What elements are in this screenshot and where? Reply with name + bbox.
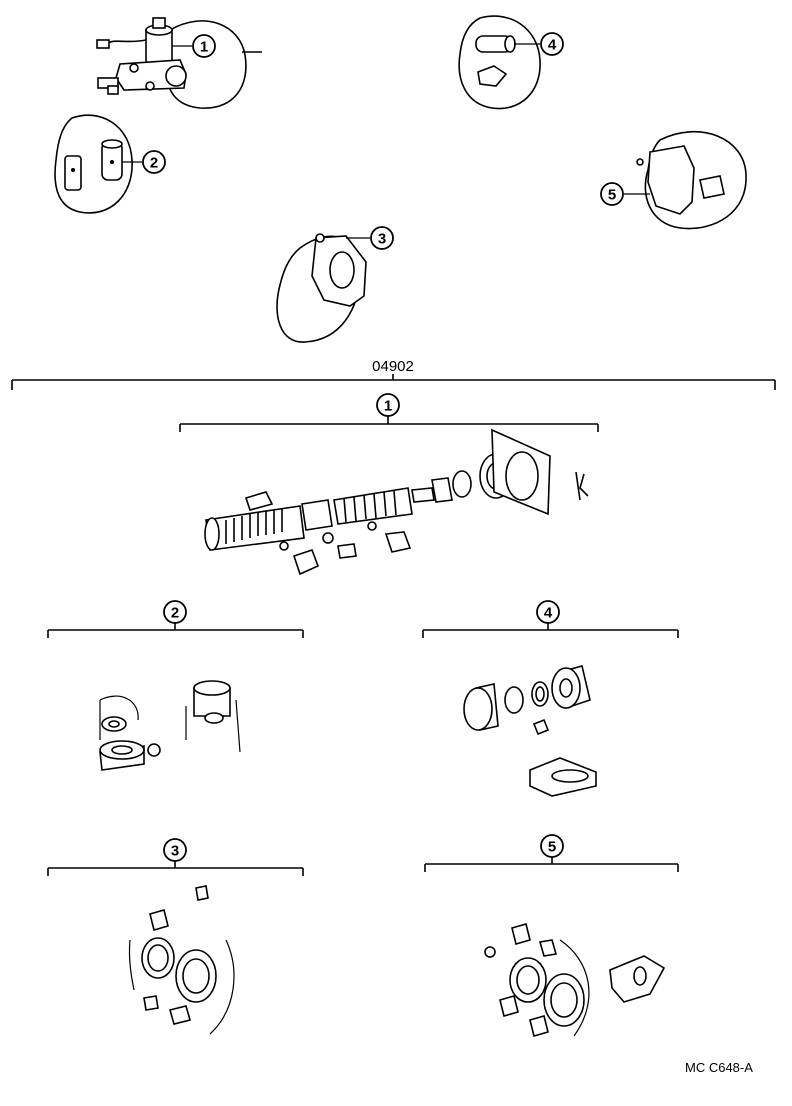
assembly-rear-caliper xyxy=(276,233,367,343)
svg-text:3: 3 xyxy=(378,231,386,248)
kit-part-number: 04902 xyxy=(372,358,414,375)
assembly-front-wheel-cylinder xyxy=(54,114,133,214)
drawing-code: MC C648-A xyxy=(685,1060,753,1075)
assembly-rear-wheel-cylinder xyxy=(458,15,541,110)
svg-text:4: 4 xyxy=(544,605,553,622)
group-3-header: 3 xyxy=(47,838,304,876)
kit-bracket xyxy=(11,374,776,390)
svg-text:2: 2 xyxy=(150,155,158,172)
svg-text:5: 5 xyxy=(548,839,556,856)
group-5-parts xyxy=(484,923,666,1037)
svg-text:5: 5 xyxy=(608,187,616,204)
assembly-front-caliper xyxy=(636,131,747,230)
svg-text:3: 3 xyxy=(171,843,179,860)
callout-5-top: 5 xyxy=(600,182,624,206)
group-4-parts xyxy=(463,665,597,797)
group-5-header: 5 xyxy=(424,834,679,872)
callout-2-top: 2 xyxy=(142,150,166,174)
callout-3-top: 3 xyxy=(370,226,394,250)
assembly-master-cylinder xyxy=(96,17,262,109)
group-4-header: 4 xyxy=(422,600,679,638)
group-3-parts xyxy=(128,885,235,1035)
svg-text:2: 2 xyxy=(171,605,179,622)
group-2-header: 2 xyxy=(47,600,304,638)
svg-text:1: 1 xyxy=(200,39,208,56)
svg-text:4: 4 xyxy=(548,37,557,54)
callout-4-top: 4 xyxy=(540,32,564,56)
group-1-header: 1 xyxy=(179,393,599,432)
svg-text:1: 1 xyxy=(384,398,392,415)
callout-1-top: 1 xyxy=(192,34,216,58)
group-2-parts xyxy=(99,680,241,771)
group-1-parts xyxy=(204,428,589,576)
